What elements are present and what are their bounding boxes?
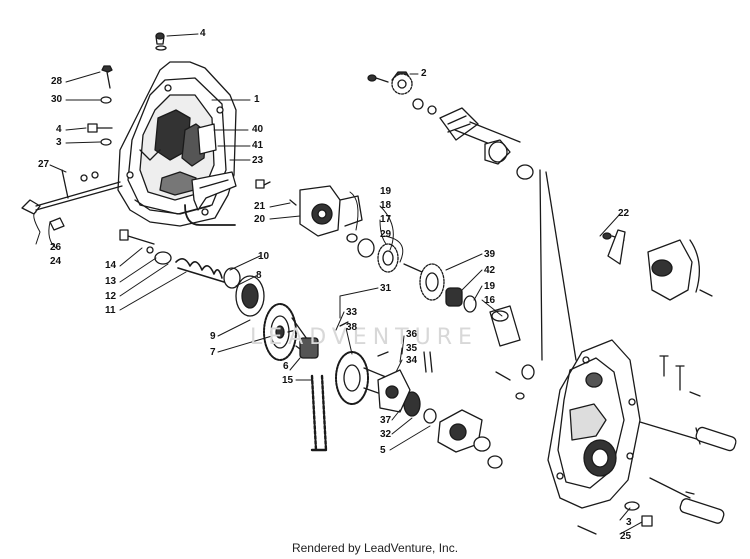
callout-19: 19 [484,281,496,292]
callout-30: 30 [51,94,63,105]
callout-23: 23 [252,155,264,166]
callout-25: 25 [620,531,632,542]
bolt-4-left [87,123,113,146]
callout-4: 4 [200,28,206,39]
shift-lever-24 [21,169,123,231]
bolts-3-25 [577,355,701,535]
handle-tool [639,421,737,524]
callout-14: 14 [105,260,117,271]
bearing-bracket-20 [255,179,363,237]
callout-29: 29 [380,229,392,240]
callout-26: 26 [50,242,62,253]
callout-8: 8 [256,270,262,281]
callout-20: 20 [254,214,266,225]
leader-lines [33,33,643,535]
callout-27: 27 [38,159,50,170]
callout-34: 34 [406,355,418,366]
callout-22: 22 [618,208,630,219]
watermark: LEADVENTURE [250,325,478,350]
callout-10: 10 [258,251,270,262]
callout-18: 18 [380,200,392,211]
callout-15: 15 [282,375,294,386]
callout-11: 11 [105,305,116,316]
callout-16: 16 [484,295,496,306]
callout-36: 36 [406,329,418,340]
cap-nut-4-top [155,32,167,51]
chaincase-housing [547,339,641,509]
callout-21: 21 [254,201,266,212]
plate-40 [197,123,217,155]
callout-9: 9 [210,331,216,342]
callout-37: 37 [380,415,392,426]
callout-40: 40 [252,124,264,135]
gear-39 [403,263,535,380]
sprocket-9 [263,303,319,361]
drive-chain-loop [184,204,236,226]
spring-stack [119,229,265,317]
top-shaft-assembly [367,71,577,361]
callout-3: 3 [626,517,632,528]
callout-13: 13 [105,276,117,287]
callout-38: 38 [346,322,358,333]
bleeder-screw-28 [100,65,113,104]
callout-6: 6 [283,361,289,372]
chain-15 [310,374,328,452]
callout-2: 2 [421,68,427,79]
callout-12: 12 [105,291,117,302]
callout-4: 4 [56,124,62,135]
bracket-22 [602,229,713,301]
bracket-23 [191,171,237,211]
callout-1: 1 [254,94,260,105]
callout-42: 42 [484,265,496,276]
callout-39: 39 [484,249,496,260]
callout-5: 5 [380,445,386,456]
callout-24: 24 [50,256,62,267]
chaincase-cover [117,61,237,227]
sprocket-17 [346,233,399,273]
callout-41: 41 [252,140,264,151]
misc-small-parts [287,321,525,400]
callout-33: 33 [346,307,358,318]
bearing-plate-5 [437,409,503,469]
callout-17: 17 [380,214,392,225]
footer-credit: Rendered by LeadVenture, Inc. [291,541,459,555]
callout-7: 7 [210,347,216,358]
callout-28: 28 [51,76,63,87]
callout-35: 35 [406,343,418,354]
callout-19: 19 [380,186,392,197]
callout-3: 3 [56,137,62,148]
callout-31: 31 [380,283,392,294]
callout-32: 32 [380,429,392,440]
